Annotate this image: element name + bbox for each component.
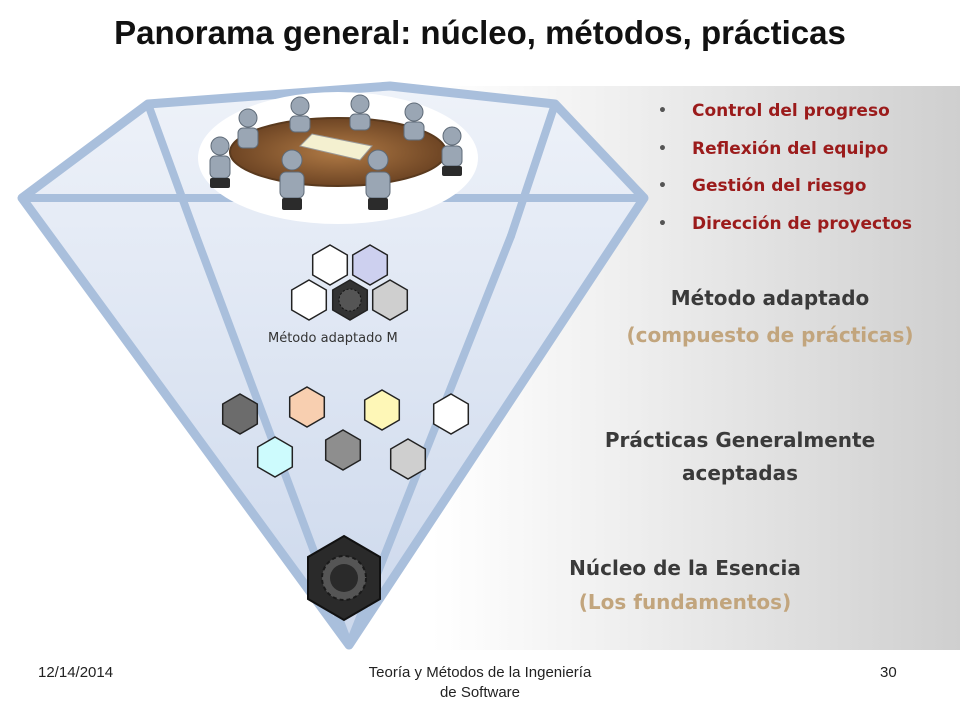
slide-title: Panorama general: núcleo, métodos, práct… xyxy=(114,14,846,51)
method-hexagon xyxy=(311,244,349,286)
bullet-text: Gestión del riesgo xyxy=(692,176,867,196)
practice-hexagon xyxy=(221,393,259,435)
bullet-text: Control del progreso xyxy=(692,101,890,121)
footer-course-line2: de Software xyxy=(439,684,521,701)
bullet-dot-icon: • xyxy=(658,140,667,157)
practice-hexagon xyxy=(324,429,362,471)
essence-kernel-hexagon xyxy=(307,534,381,622)
practice-hexagon xyxy=(256,436,294,478)
practice-hexagon xyxy=(288,386,326,428)
nucleo-subtitle: (Los fundamentos) xyxy=(578,590,792,614)
practice-bullet-list: • Control del progreso • Reflexión del equ… xyxy=(658,96,912,246)
footer-course-line1: Teoría y Métodos de la Ingeniería xyxy=(368,664,592,681)
method-hexagon xyxy=(371,279,409,321)
metodo-adaptado-subtitle: (compuesto de prácticas) xyxy=(626,323,914,347)
practicas-label-line2: aceptadas xyxy=(681,461,798,485)
practice-hexagon xyxy=(363,389,401,431)
metodo-adaptado-label: Método adaptado xyxy=(670,286,870,310)
team-meeting-image xyxy=(198,92,478,224)
kernel-gear-icon xyxy=(338,288,362,312)
method-hexagon xyxy=(351,244,389,286)
method-hexagon xyxy=(290,279,328,321)
footer-date: 12/14/2014 xyxy=(38,664,114,681)
bullet-dot-icon: • xyxy=(658,215,667,232)
bullet-item: • Dirección de proyectos xyxy=(658,209,912,247)
bullet-text: Dirección de proyectos xyxy=(692,213,912,234)
practice-hexagon xyxy=(389,438,427,480)
method-m-label: Método adaptado M xyxy=(268,331,398,346)
practice-hexagon xyxy=(432,393,470,435)
bullet-item: • Gestión del riesgo xyxy=(658,171,912,209)
bullet-text: Reflexión del equipo xyxy=(692,138,889,159)
bullet-item: • Reflexión del equipo xyxy=(658,134,912,172)
practicas-label-line1: Prácticas Generalmente xyxy=(604,428,876,452)
bullet-item: • Control del progreso xyxy=(658,96,912,134)
footer-page-number: 30 xyxy=(880,664,897,681)
bullet-dot-icon: • xyxy=(658,178,667,194)
bullet-dot-icon: • xyxy=(658,103,667,119)
nucleo-label: Núcleo de la Esencia xyxy=(569,556,801,580)
